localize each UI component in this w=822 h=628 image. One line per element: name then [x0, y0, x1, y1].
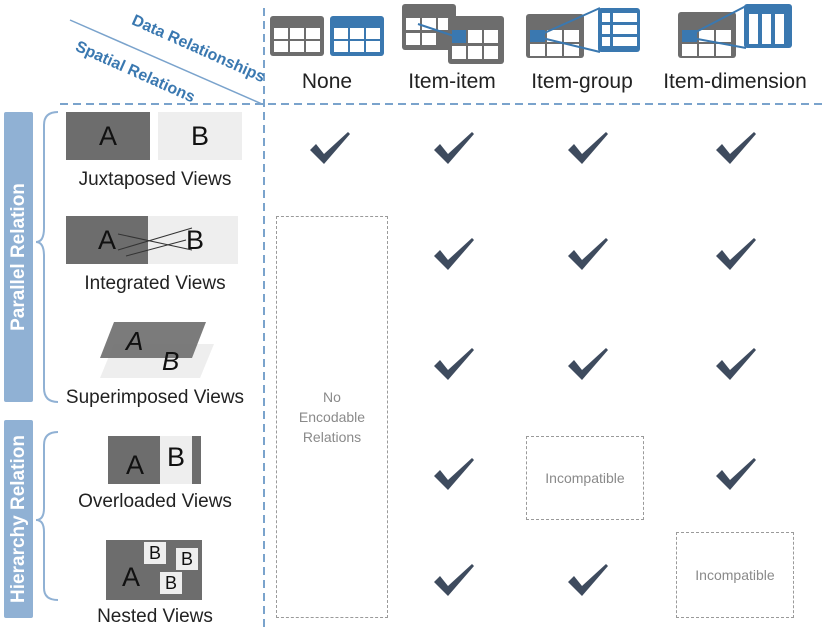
check-icon — [434, 564, 474, 596]
parallel-relation-bar: Parallel Relation — [4, 112, 33, 402]
item-dimension-icon — [678, 4, 792, 58]
superimposed-a: A — [126, 326, 144, 356]
check-icon — [568, 564, 608, 596]
column-item-item: Item-item — [408, 70, 496, 93]
overloaded-box-b: B — [160, 436, 192, 484]
check-icon — [434, 238, 474, 270]
row-label-juxtaposed: Juxtaposed Views — [78, 169, 232, 190]
check-icon — [716, 238, 756, 270]
hierarchy-relation-label: Hierarchy Relation — [7, 435, 29, 603]
check-icon — [568, 132, 608, 164]
nested-box-b1: B — [144, 542, 166, 564]
column-none: None — [301, 70, 353, 93]
corner-diagonal — [69, 19, 263, 105]
check-icon — [434, 348, 474, 380]
nested-box-b3: B — [160, 572, 182, 594]
juxtaposed-box-a: A — [66, 112, 150, 160]
check-icon — [716, 458, 756, 490]
column-icons — [270, 4, 792, 64]
no-encodable-text: No Encodable Relations — [298, 389, 366, 445]
none-gray-table-icon — [270, 16, 324, 56]
column-item-dimension: Item-dimension — [663, 70, 807, 93]
incompatible-cell-item-dimension: Incompatible — [676, 532, 794, 618]
superimposed-layers — [100, 322, 214, 378]
hierarchy-relation-bar: Hierarchy Relation — [4, 420, 33, 618]
row-label-superimposed: Superimposed Views — [65, 387, 245, 408]
nested-box-b2: B — [176, 548, 198, 570]
hierarchy-bracket — [35, 431, 59, 601]
integrated-box-b: B — [148, 216, 238, 264]
incompatible-text-1: Incompatible — [545, 470, 625, 486]
no-encodable-cell: No Encodable Relations — [276, 216, 388, 618]
row-label-nested: Nested Views — [97, 606, 213, 627]
integrated-box-a: A — [66, 216, 148, 264]
check-icon — [716, 132, 756, 164]
none-blue-table-icon — [330, 16, 384, 56]
check-icon — [434, 458, 474, 490]
incompatible-text-2: Incompatible — [695, 567, 775, 583]
check-icon — [310, 132, 350, 164]
row-label-integrated: Integrated Views — [84, 273, 226, 294]
integrated-link-lines — [117, 227, 193, 257]
check-icon — [434, 132, 474, 164]
superimposed-b: B — [162, 346, 180, 376]
item-item-icon — [402, 4, 504, 64]
check-icon — [568, 238, 608, 270]
parallel-bracket — [35, 111, 59, 403]
juxtaposed-box-b: B — [158, 112, 242, 160]
parallel-relation-label: Parallel Relation — [7, 183, 29, 331]
row-label-overloaded: Overloaded Views — [78, 491, 232, 512]
column-item-group: Item-group — [531, 70, 633, 93]
check-icon — [568, 348, 608, 380]
item-group-icon — [526, 7, 640, 58]
incompatible-cell-item-group: Incompatible — [526, 436, 644, 520]
check-icon — [716, 348, 756, 380]
